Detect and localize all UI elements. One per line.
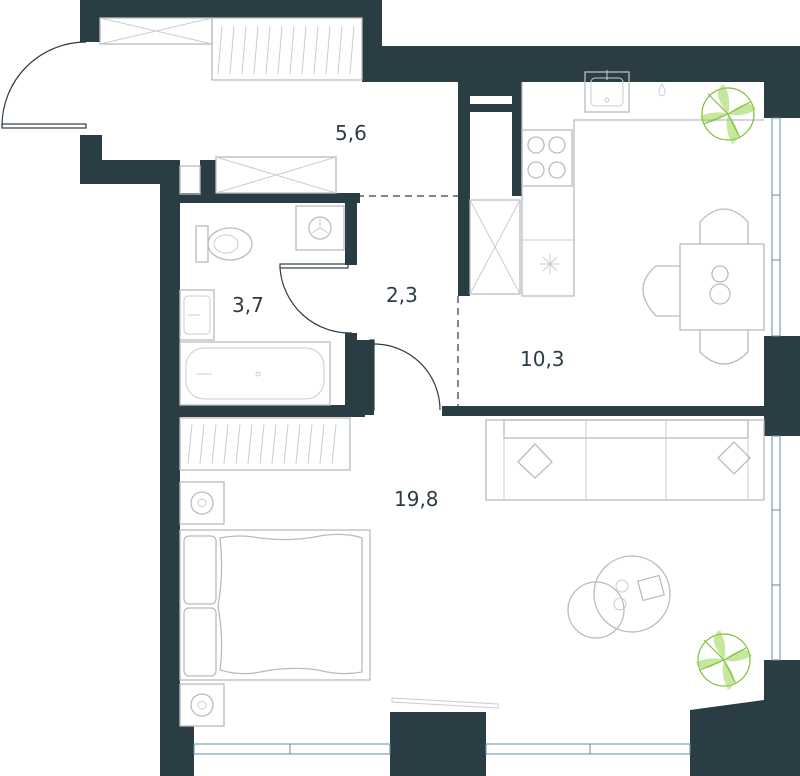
toilet-icon [195,225,253,263]
hall-area-label: 5,6 [335,121,367,145]
snowflake-icon [540,254,560,274]
potted-plant-icon-living [696,630,752,690]
wall-bottom-pier-2 [690,700,764,776]
sofa-pillow-right [717,441,751,475]
chair-top [699,208,749,244]
corridor-area-label: 2,3 [386,283,418,307]
living-furniture [179,417,765,727]
window-bottom-right [485,743,691,755]
living-door-leaf [369,339,375,411]
hall-hangers [217,25,355,75]
bathroom-door-swing [279,267,353,334]
potted-plant-icon [700,84,756,144]
window-right-kitchen [771,117,781,337]
kitchen-counter [521,82,764,297]
living-wardrobe [179,417,351,471]
lamp-icon-bottom [179,683,225,727]
sofa-icon [485,419,765,501]
wall-top-main [362,46,800,82]
balcony-door-leaf [391,697,499,709]
coffee-table-icon [567,555,671,639]
chair-left [642,265,680,317]
lamp-icon-top [179,481,225,525]
stove-icon [521,129,573,187]
wall-kitchen-bottom [442,406,772,416]
bathroom-furniture [179,205,345,406]
hall-wardrobe [211,17,363,81]
bathroom-door-leaf [279,263,349,269]
entrance-door-leaf [1,123,87,129]
living-hangers [187,423,337,465]
windows [193,117,781,755]
chair-bottom [699,330,749,365]
double-bed-icon [179,529,371,681]
bathtub-icon [179,341,331,406]
sofa-pillow-left [517,443,553,479]
wall-shaft-right [512,66,522,196]
wall-left-main [160,160,180,750]
drop-icon [658,83,666,97]
entrance-door-swing [1,41,87,127]
wall-bath-right [345,193,357,265]
wall-niche-left [200,160,216,200]
wall-bottom-pier-1 [390,712,486,776]
bathroom-area-label: 3,7 [232,293,264,317]
wall-bath-bottom [170,405,365,417]
living-door-swing [373,343,441,411]
dining-table-icon [642,208,765,365]
bed-blanket [217,533,363,675]
wall-shaft-mid [458,104,520,112]
hall-niche [179,165,201,195]
living-area-label: 19,8 [394,487,439,511]
wall-kitchen-left-col [458,66,470,196]
wall-right-upper [764,46,800,118]
kitchen-furniture [469,70,765,365]
wall-top-left-post [80,0,100,42]
wall-kitchen-lower-col [458,196,470,296]
kitchen-area-label: 10,3 [520,347,565,371]
wall-bath-jamb [352,340,374,415]
washing-machine-icon [295,205,345,251]
fridge-icon [469,199,521,295]
walls [80,0,800,776]
sink-icon [584,70,630,113]
window-bottom-left [193,743,391,755]
wall-top-left [80,0,382,18]
doors [1,41,499,709]
wall-hall-bath [160,193,360,203]
sink-icon-bath [179,289,215,341]
wall-right-mid [764,336,800,436]
hall-lower-cabinet [215,156,337,194]
wall-left-bottom [160,726,194,776]
hall-furniture [99,17,363,195]
window-right-living [771,435,781,661]
wall-right-bottom [764,660,800,776]
